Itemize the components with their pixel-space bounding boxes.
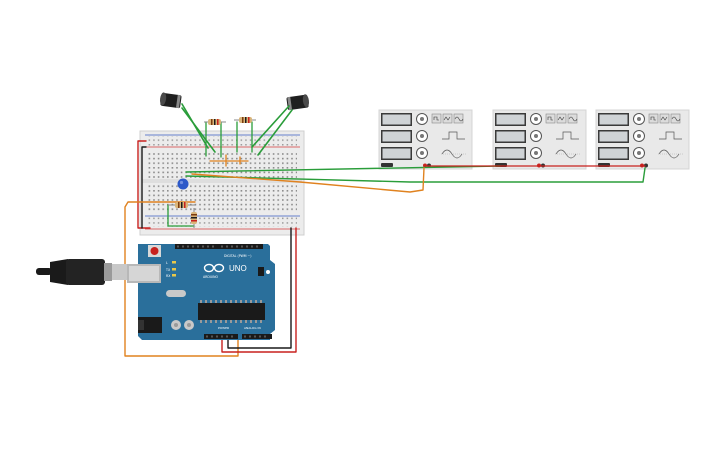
- resistor-1[interactable]: [204, 119, 226, 125]
- analog-header[interactable]: [242, 334, 272, 339]
- digital-label: DIGITAL (PWM ~): [224, 254, 251, 258]
- arduino-uno[interactable]: DIGITAL (PWM ~) L TX RX UNO ARDUINO POWE…: [127, 244, 275, 340]
- square-wave-preview: [659, 131, 682, 140]
- function-generator-3[interactable]: [595, 109, 690, 170]
- arduino-logo-icon: [203, 263, 225, 273]
- function-generator-1[interactable]: [378, 109, 473, 170]
- capacitor-left[interactable]: [159, 92, 182, 109]
- usb-cable-icon[interactable]: [36, 259, 128, 285]
- function-generator-2[interactable]: [492, 109, 587, 170]
- square-wave-icon[interactable]: [545, 113, 556, 124]
- atmega-chip: [198, 303, 265, 320]
- square-wave-icon[interactable]: [648, 113, 659, 124]
- square-wave-icon[interactable]: [431, 113, 442, 124]
- power-label: POWER: [218, 326, 229, 330]
- wires: [124, 103, 646, 357]
- l-led-label: L: [166, 261, 168, 265]
- blue-led-icon[interactable]: [177, 178, 189, 190]
- rx-label: RX: [166, 274, 171, 278]
- resistor-4[interactable]: [191, 208, 197, 228]
- capacitor-right[interactable]: [286, 94, 310, 111]
- analog-label: ANALOG IN: [244, 326, 261, 330]
- resistor-3[interactable]: [168, 202, 196, 208]
- triangle-wave-icon[interactable]: [556, 113, 567, 124]
- square-wave-preview: [442, 131, 465, 140]
- resistor-2[interactable]: [234, 117, 256, 123]
- brand-text: ARDUINO: [203, 275, 219, 279]
- square-wave-preview: [556, 131, 579, 140]
- uno-logo-text: UNO: [229, 264, 247, 273]
- tx-label: TX: [165, 268, 171, 272]
- triangle-wave-icon[interactable]: [659, 113, 670, 124]
- digital-header[interactable]: [175, 244, 263, 249]
- breadboard[interactable]: [139, 130, 305, 236]
- triangle-wave-icon[interactable]: [442, 113, 453, 124]
